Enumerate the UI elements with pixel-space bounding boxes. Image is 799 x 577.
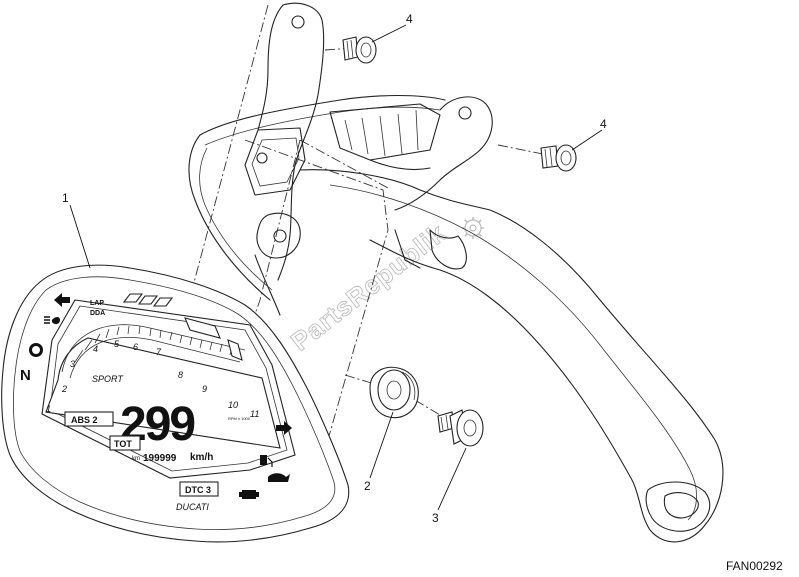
- indicator-bar-1: [122, 293, 144, 303]
- abs-level-label: ABS 2: [71, 415, 98, 425]
- tot-box: [109, 435, 141, 451]
- neutral-indicator: N: [20, 367, 31, 384]
- callout-dashboard: 1: [62, 191, 69, 205]
- dashboard-support-bracket: [188, 2, 724, 543]
- rpm-tick-label: 6: [133, 342, 138, 352]
- rpm-tick-label: 8: [178, 370, 183, 380]
- lap-label: LAP: [90, 300, 104, 307]
- rpm-tick-label: 3: [70, 359, 75, 369]
- watermark: PartsRepublik: [285, 217, 452, 357]
- tot-label: TOT: [114, 439, 132, 449]
- rpm-tick-label: 11: [250, 409, 259, 419]
- odometer-readout: 199999: [143, 453, 177, 464]
- callout-spacer-screw: 3: [432, 511, 439, 525]
- headlight-icon: [44, 316, 60, 325]
- rpm-tick-label: 1: [46, 404, 51, 414]
- riding-mode-label: SPORT: [92, 374, 124, 384]
- rubber-grommet: [369, 366, 419, 419]
- oil-pressure-icon: [268, 473, 290, 482]
- screw-upper: [342, 36, 377, 64]
- rpm-arc-hatching: [74, 325, 233, 363]
- turn-right-arrow-icon: [276, 421, 292, 435]
- shift-light-2: [227, 339, 243, 361]
- rpm-tick-label: 4: [93, 344, 98, 354]
- fuel-icon: [260, 455, 273, 467]
- turn-left-arrow-icon: [54, 293, 70, 307]
- watermark-gear-icon: [462, 217, 484, 239]
- callout-screw-upper: 4: [406, 12, 413, 26]
- leader-lines: [69, 24, 603, 511]
- dtc-box: [179, 481, 219, 497]
- dda-label: DDA: [90, 310, 105, 317]
- rpm-tick-label: 2: [61, 384, 67, 394]
- brand-logo-text: DUCATI: [176, 502, 209, 512]
- dtc-label: DTC 3: [185, 485, 211, 495]
- screw-right: [540, 144, 577, 172]
- abs-warning-icon: [29, 343, 43, 357]
- rpm-unit-label: RPM x 1000: [228, 416, 251, 421]
- rpm-tick-label: 5: [114, 339, 120, 349]
- rpm-tick-label: 9: [202, 384, 207, 394]
- abs-level-box: [64, 411, 114, 427]
- watermark-text: PartsRepublik: [285, 217, 451, 356]
- instrument-panel: N LAP DDA SPORT 12 3 4 5 6 7 8 9 10 11 RPM x 1000…: [1, 264, 350, 543]
- shift-light-1: [184, 317, 221, 339]
- callout-screw-right: 4: [600, 117, 607, 131]
- rpm-tick-label: 7: [156, 347, 162, 357]
- rpm-tick-label: 10: [228, 400, 238, 410]
- odometer-unit-label: km: [132, 456, 140, 462]
- engine-check-icon: [239, 490, 259, 499]
- indicator-bar-3: [152, 297, 174, 307]
- drawing-code: FAN00292: [726, 559, 783, 573]
- rpm-tick-labels: 12 3 4 5 6 7 8 9 10 11: [46, 339, 259, 419]
- spacer-screw: [437, 409, 484, 447]
- callout-grommet: 2: [364, 479, 371, 493]
- speed-unit-label: km/h: [190, 452, 213, 463]
- indicator-bar-2: [137, 295, 159, 305]
